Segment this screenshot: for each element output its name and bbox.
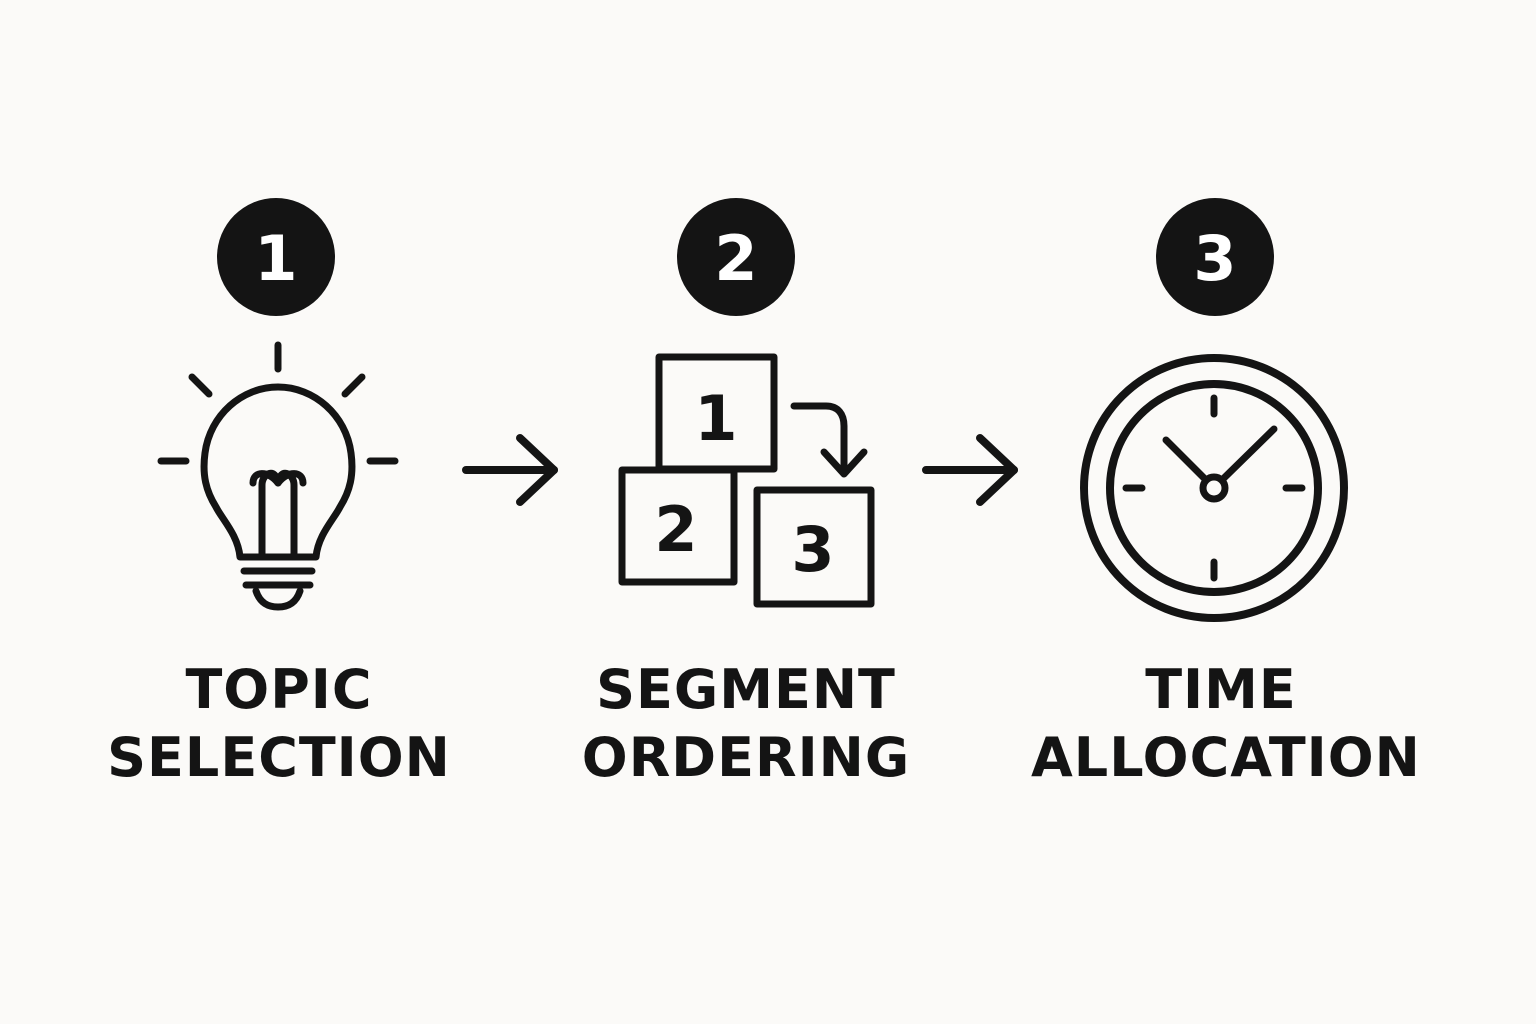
step-2-label-line2: ORDERING bbox=[581, 726, 911, 789]
step-1-label-line2: SELECTION bbox=[107, 726, 451, 789]
step-3-label: TIME ALLOCATION bbox=[1031, 656, 1421, 792]
clock-icon bbox=[1078, 352, 1350, 624]
step-1-number: 1 bbox=[254, 222, 298, 295]
step-2-number-badge: 2 bbox=[677, 198, 795, 316]
step-2-label-line1: SEGMENT bbox=[596, 658, 896, 721]
right-arrow-icon bbox=[462, 432, 562, 512]
step-1-label: TOPIC SELECTION bbox=[89, 656, 469, 792]
step-2-label: SEGMENT ORDERING bbox=[556, 656, 936, 792]
block-2-number: 2 bbox=[654, 493, 697, 566]
step-3-number: 3 bbox=[1193, 222, 1237, 295]
right-arrow-icon bbox=[922, 432, 1022, 512]
lightbulb-icon bbox=[150, 335, 410, 625]
numbered-blocks-icon: 1 2 3 bbox=[612, 352, 882, 612]
block-3 bbox=[753, 486, 875, 608]
curved-arrow-icon bbox=[790, 402, 848, 474]
step-2-number: 2 bbox=[714, 222, 758, 295]
step-3-number-badge: 3 bbox=[1156, 198, 1274, 316]
step-1-number-badge: 1 bbox=[217, 198, 335, 316]
block-1-number: 1 bbox=[694, 382, 737, 455]
step-3-label-line1: TIME bbox=[1145, 658, 1297, 721]
block-3-number: 3 bbox=[791, 513, 834, 586]
step-3-label-line2: ALLOCATION bbox=[1031, 726, 1421, 789]
step-1-label-line1: TOPIC bbox=[185, 658, 373, 721]
block-2 bbox=[618, 466, 738, 586]
